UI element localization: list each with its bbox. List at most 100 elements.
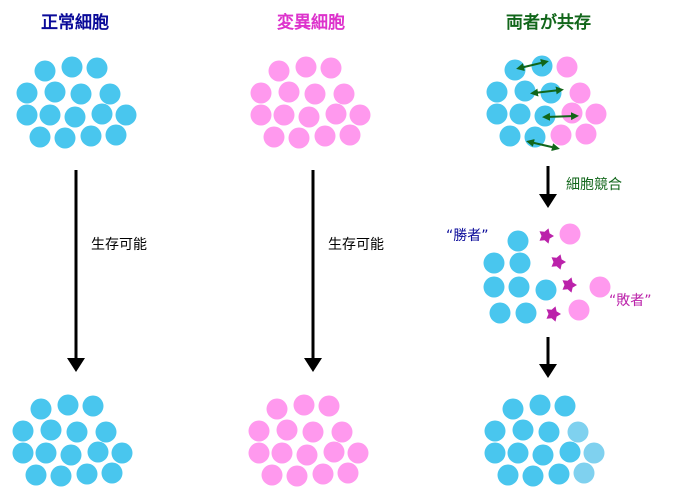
winner-end-cell [502, 398, 524, 420]
normal-end-cell [35, 442, 57, 464]
mixed-cell [504, 59, 526, 81]
mixed-cell [540, 82, 562, 104]
mixed-cell [514, 80, 536, 102]
winner-cell [508, 276, 530, 298]
loser-cell [589, 276, 611, 298]
mutant-end-cell [286, 465, 308, 487]
mutant-end-cell [293, 394, 315, 416]
winner-cell [535, 279, 557, 301]
cell-groups [12, 55, 611, 487]
winner-end-cell [512, 419, 534, 441]
normal-end-cell [12, 420, 34, 442]
normal-start-cell [34, 60, 56, 82]
mutant-start-cell [273, 104, 295, 126]
normal-end-cell [95, 421, 117, 443]
normal-start-cell [39, 104, 61, 126]
winner-cell [483, 252, 505, 274]
winner-cell [489, 302, 511, 324]
normal-start-cell [70, 83, 92, 105]
winner-cell [483, 276, 505, 298]
label-cell-competition: 細胞競合 [566, 177, 622, 193]
winner-end-cell [484, 442, 506, 464]
winner-end-cell [522, 465, 544, 487]
winner-end-cell [484, 420, 506, 442]
mixed-cell [499, 125, 521, 147]
mixed-cell [531, 55, 553, 77]
competition-arrow [542, 112, 579, 121]
winner-end-cell [554, 395, 576, 417]
normal-end-cell [101, 462, 123, 484]
flow-arrows [67, 166, 557, 378]
label-viable-mutant: 生存可能 [328, 237, 384, 253]
mutant-end-cell [347, 442, 369, 464]
winner-end-cell [507, 442, 529, 464]
normal-start-cell [80, 125, 102, 147]
label-winner: “勝者” [446, 228, 489, 244]
mutant-start-cell [268, 60, 290, 82]
mutant-end-cell [248, 420, 270, 442]
normal-end-cell [82, 395, 104, 417]
mutant-start-cell [333, 83, 355, 105]
mixed-cell [486, 81, 508, 103]
normal-end-cell [50, 465, 72, 487]
arrow-competition-head [539, 194, 557, 208]
arrow-normal-head [67, 358, 85, 372]
normal-start-cell [61, 56, 83, 78]
mutant-start-cell [314, 125, 336, 147]
competition-arrow [516, 59, 549, 71]
normal-start-cell [16, 104, 38, 126]
normal-start-cell [54, 127, 76, 149]
mutant-start-cell [250, 82, 272, 104]
winner-end-cell [559, 441, 581, 463]
normal-end-cell [12, 442, 34, 464]
mutant-start-cell [320, 57, 342, 79]
normal-start-cell [64, 106, 86, 128]
normal-end-cell [57, 394, 79, 416]
winner-end-cell [573, 462, 595, 484]
mutant-end-cell [266, 398, 288, 420]
mutant-start-cell [278, 81, 300, 103]
normal-start-cell [105, 124, 127, 146]
normal-start-cell [115, 104, 137, 126]
mutant-start-cell [298, 106, 320, 128]
title-normal-cells: 正常細胞 [41, 13, 109, 33]
dying-cell [546, 306, 561, 322]
mutant-start-cell [304, 83, 326, 105]
normal-start-cell [91, 103, 113, 125]
mixed-cell [509, 103, 531, 125]
normal-end-cell [76, 463, 98, 485]
mutant-start-cell [288, 127, 310, 149]
mutant-start-cell [325, 103, 347, 125]
mixed-cell [556, 56, 578, 78]
mixed-cell [569, 82, 591, 104]
loser-cell [568, 299, 590, 321]
winner-cell [507, 230, 529, 252]
title-coexistence: 両者が共存 [506, 13, 591, 33]
normal-end-cell [66, 421, 88, 443]
competition-arrow [526, 139, 560, 151]
mutant-end-cell [271, 442, 293, 464]
mixed-cell [550, 124, 572, 146]
normal-end-cell [30, 398, 52, 420]
mutant-end-cell [337, 462, 359, 484]
normal-end-cell [87, 441, 109, 463]
mutant-start-cell [295, 56, 317, 78]
normal-start-cell [16, 82, 38, 104]
mutant-end-cell [323, 441, 345, 463]
dying-cell [551, 254, 566, 270]
mutant-end-cell [276, 419, 298, 441]
arrow-outcome-head [539, 364, 557, 378]
mutant-end-cell [248, 442, 270, 464]
mutant-start-cell [339, 124, 361, 146]
loser-cell [559, 223, 581, 245]
mutant-end-cell [331, 421, 353, 443]
label-viable-normal: 生存可能 [91, 237, 147, 253]
mutant-end-cell [318, 395, 340, 417]
winner-cell [509, 252, 531, 274]
normal-end-cell [40, 419, 62, 441]
dying-cell [539, 228, 554, 244]
mutant-end-cell [261, 464, 283, 486]
normal-end-cell [25, 464, 47, 486]
dying-cell [562, 277, 577, 293]
